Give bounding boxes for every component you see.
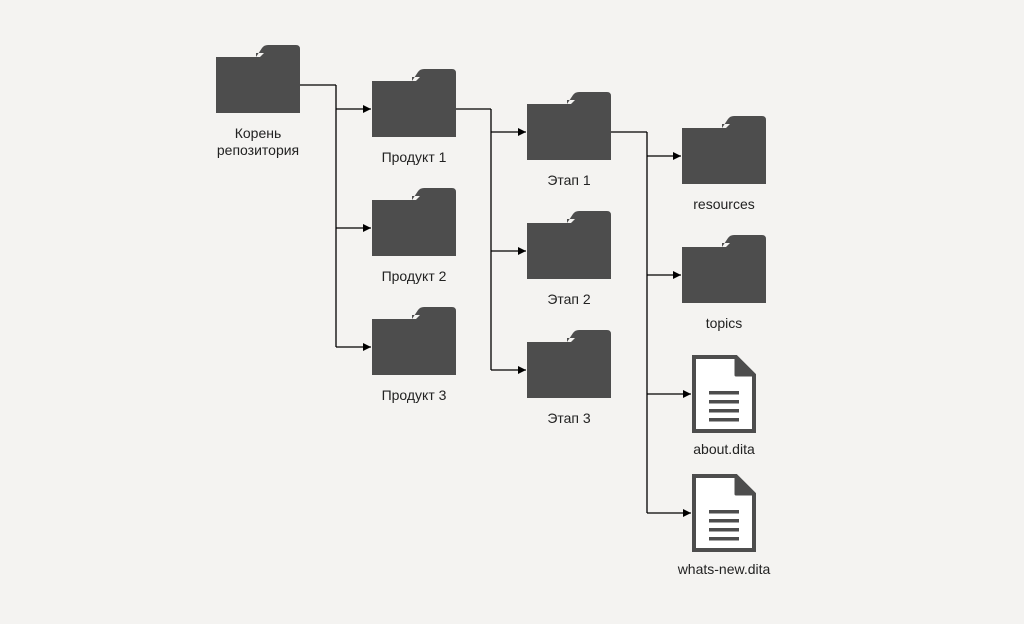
folder-icon [372,188,456,256]
label-root: Корень репозитория [216,125,300,158]
folder-icon [527,211,611,279]
folder-icon [527,330,611,398]
label-stage3: Этап 3 [547,410,591,426]
label-product3: Продукт 3 [381,387,447,403]
label-whatsnew: whats-new.dita [677,561,771,577]
label-about: about.dita [693,441,755,457]
document-icon [692,355,756,433]
label-product2: Продукт 2 [381,268,447,284]
label-stage1: Этап 1 [547,172,591,188]
folder-icon [372,69,456,137]
document-icon [692,474,756,552]
label-topics: topics [705,315,743,331]
folder-icon [216,45,300,113]
label-stage2: Этап 2 [547,291,591,307]
connectors [300,84,691,517]
label-resources: resources [693,196,755,212]
label-product1: Продукт 1 [381,149,447,165]
folder-icon [682,116,766,184]
folder-icon [372,307,456,375]
folder-icon [682,235,766,303]
icons [216,45,766,552]
folder-icon [527,92,611,160]
